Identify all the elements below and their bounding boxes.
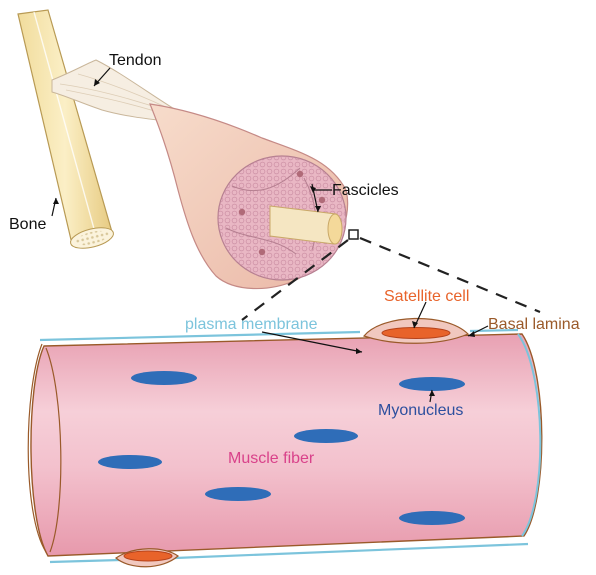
basal-lamina-label: Basal lamina xyxy=(488,316,580,334)
satellite-cell-label: Satellite cell xyxy=(384,288,469,306)
myonucleus-shape xyxy=(131,371,197,385)
muscle-fiber-label: Muscle fiber xyxy=(228,450,314,468)
fascicles-label: Fascicles xyxy=(332,182,399,200)
myonucleus-shape xyxy=(399,511,465,525)
muscle-belly-illustration xyxy=(150,104,358,289)
bone-label: Bone xyxy=(9,216,46,234)
myonucleus-shape xyxy=(98,455,162,469)
muscle-fiber-illustration xyxy=(28,318,542,566)
plasma-membrane-label: plasma membrane xyxy=(185,316,318,334)
myonucleus-label: Myonucleus xyxy=(378,402,463,420)
tendon-label: Tendon xyxy=(109,52,162,70)
myonucleus-shape xyxy=(399,377,465,391)
myonucleus-shape xyxy=(205,487,271,501)
myonucleus-shape xyxy=(294,429,358,443)
